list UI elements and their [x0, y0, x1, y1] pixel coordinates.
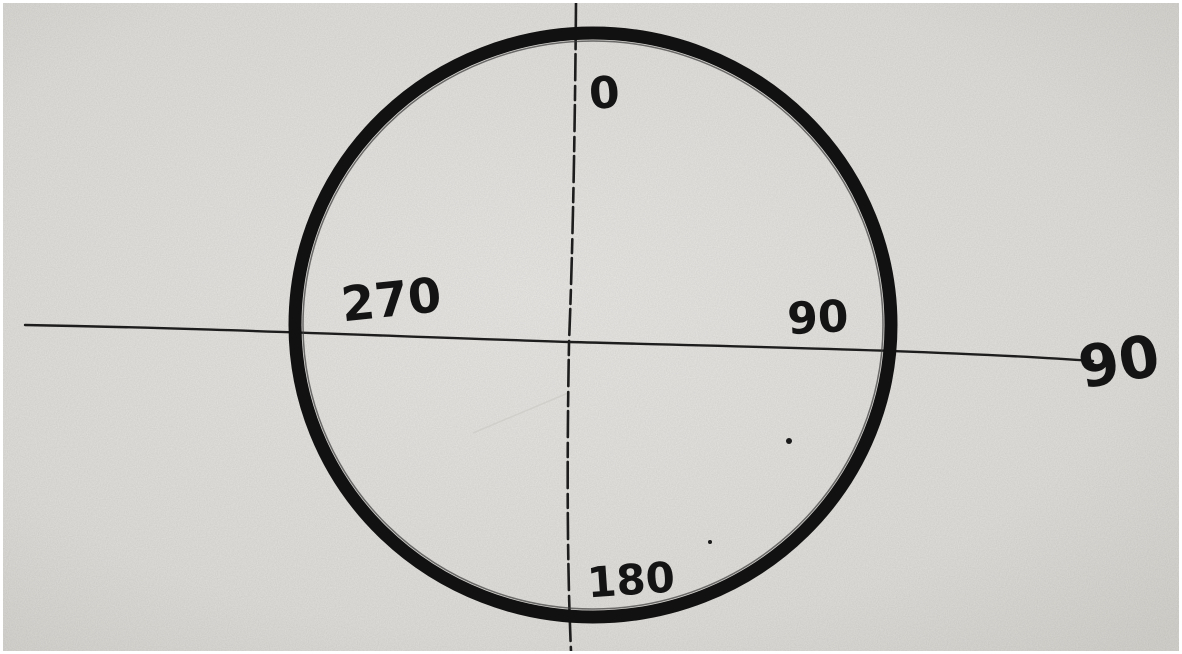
pen-dot	[708, 540, 712, 544]
label-0: 0	[587, 67, 621, 120]
label-180: 180	[586, 552, 677, 607]
pen-dot	[786, 438, 792, 444]
label-270: 270	[339, 267, 445, 333]
label-90: 90	[786, 291, 850, 345]
photo: 0 90 270 180 90	[3, 3, 1179, 651]
photo-frame: 0 90 270 180 90	[3, 3, 1179, 651]
label-90-outside: 90	[1073, 321, 1164, 402]
